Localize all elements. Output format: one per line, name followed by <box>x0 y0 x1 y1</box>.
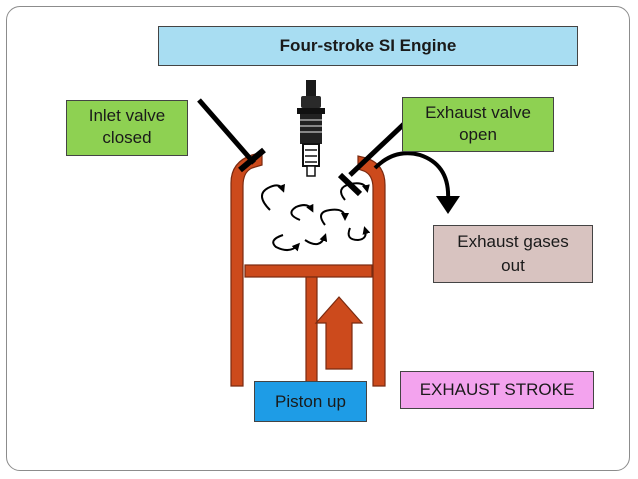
title-text: Four-stroke SI Engine <box>279 36 457 55</box>
exhaust-gases-line1: Exhaust gases <box>457 232 569 251</box>
inlet-valve <box>197 98 266 173</box>
up-arrow-icon <box>314 296 364 370</box>
exhaust-gases-line2: out <box>501 256 525 275</box>
spark-plug-icon <box>297 80 325 177</box>
piston-label: Piston up <box>254 381 367 422</box>
piston-text: Piston up <box>275 391 346 411</box>
inlet-valve-line2: closed <box>102 128 152 147</box>
piston <box>244 264 373 384</box>
slide-frame <box>6 6 630 471</box>
title-label: Four-stroke SI Engine <box>158 26 578 66</box>
piston-head <box>244 264 373 278</box>
exhaust-valve-line2: open <box>459 125 497 144</box>
exhaust-arrow-head <box>436 196 460 214</box>
exhaust-valve-label: Exhaust valve open <box>402 97 554 152</box>
inlet-valve-label: Inlet valve closed <box>66 100 188 156</box>
stroke-label: EXHAUST STROKE <box>400 371 594 409</box>
inlet-valve-line1: Inlet valve <box>88 106 166 125</box>
exhaust-gases-label: Exhaust gases out <box>433 225 593 283</box>
cylinder-left-wall <box>230 151 263 387</box>
connecting-rod <box>305 276 318 384</box>
exhaust-arrow-icon <box>373 151 451 201</box>
stroke-text: EXHAUST STROKE <box>419 380 575 399</box>
exhaust-valve-line1: Exhaust valve <box>425 103 531 122</box>
swirl-arrow-icon <box>261 182 371 252</box>
